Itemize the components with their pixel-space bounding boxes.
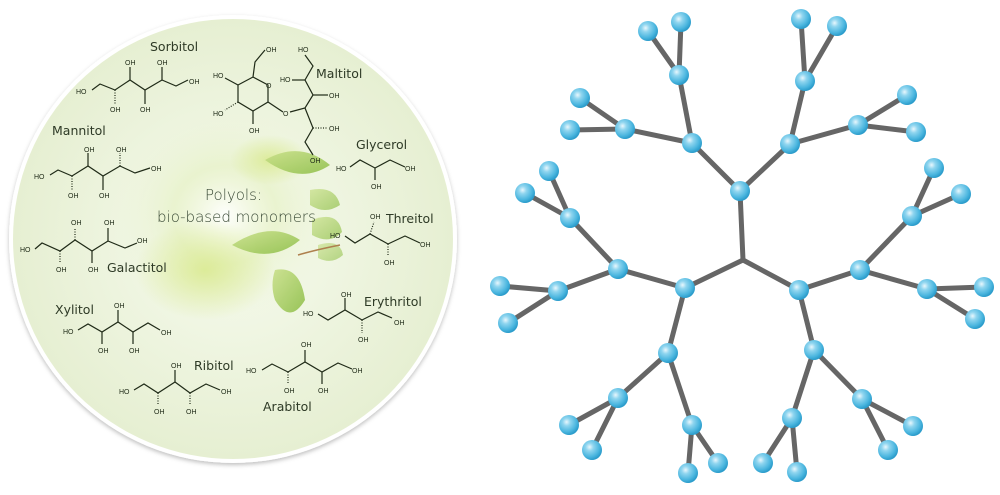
- svg-text:Erythritol: Erythritol: [364, 294, 422, 309]
- title-line-2: bio-based monomers: [157, 208, 316, 226]
- svg-text:Galactitol: Galactitol: [107, 260, 167, 275]
- svg-text:OH: OH: [84, 147, 95, 154]
- svg-text:OH: OH: [68, 193, 79, 200]
- svg-text:OH: OH: [157, 60, 168, 67]
- svg-text:HO: HO: [336, 166, 347, 173]
- svg-text:OH: OH: [284, 388, 295, 395]
- svg-text:OH: OH: [405, 166, 416, 173]
- compound-arabitol: Arabitol HO OH OH OH OH: [246, 342, 363, 414]
- svg-text:Glycerol: Glycerol: [356, 137, 407, 152]
- svg-text:O: O: [266, 83, 272, 90]
- svg-text:Mannitol: Mannitol: [52, 123, 106, 138]
- svg-text:OH: OH: [154, 409, 165, 416]
- leaves-decoration: [232, 151, 343, 313]
- svg-text:OH: OH: [114, 303, 125, 310]
- svg-text:OH: OH: [341, 292, 352, 299]
- svg-text:O: O: [283, 111, 289, 118]
- svg-text:OH: OH: [88, 267, 99, 274]
- compound-sorbitol: Sorbitol HO OH OH OH OH OH: [76, 39, 200, 114]
- svg-text:Threitol: Threitol: [385, 211, 434, 226]
- svg-text:OH: OH: [352, 368, 363, 375]
- svg-text:OH: OH: [420, 242, 431, 249]
- svg-text:HO: HO: [213, 111, 224, 118]
- svg-text:Maltitol: Maltitol: [316, 66, 362, 81]
- compound-maltitol: Maltitol O OH HO HO OH O HO HO OH OH OH: [213, 47, 362, 165]
- svg-text:OH: OH: [249, 128, 260, 135]
- svg-text:Arabitol: Arabitol: [263, 399, 312, 414]
- svg-text:HO: HO: [20, 247, 31, 254]
- svg-text:OH: OH: [98, 348, 109, 355]
- svg-text:OH: OH: [266, 47, 277, 54]
- svg-text:HO: HO: [213, 73, 224, 80]
- svg-text:OH: OH: [310, 158, 321, 165]
- svg-text:OH: OH: [140, 107, 151, 114]
- dendrimer-diagram: [490, 9, 994, 483]
- svg-text:OH: OH: [137, 238, 148, 245]
- polyols-circle-illustration: Polyols: bio-based monomers Sorbitol HO …: [9, 15, 457, 463]
- svg-text:HO: HO: [34, 174, 45, 181]
- svg-text:HO: HO: [298, 47, 309, 54]
- svg-text:OH: OH: [71, 220, 82, 227]
- dendrimer-nodes: [490, 9, 994, 483]
- compound-xylitol: Xylitol HO OH OH OH OH: [55, 302, 172, 355]
- svg-text:OH: OH: [189, 79, 200, 86]
- svg-text:OH: OH: [104, 220, 115, 227]
- svg-text:OH: OH: [358, 337, 369, 344]
- svg-text:HO: HO: [246, 368, 257, 375]
- compound-mannitol: Mannitol HO OH OH OH OH OH: [34, 123, 162, 200]
- compound-glycerol: Glycerol HO OH OH: [336, 137, 416, 191]
- svg-text:OH: OH: [110, 107, 121, 114]
- svg-text:OH: OH: [116, 147, 127, 154]
- svg-text:Xylitol: Xylitol: [55, 302, 94, 317]
- svg-text:OH: OH: [151, 166, 162, 173]
- svg-text:OH: OH: [125, 60, 136, 67]
- svg-text:OH: OH: [384, 260, 395, 267]
- svg-text:OH: OH: [301, 342, 312, 349]
- compound-erythritol: Erythritol HO OH OH OH: [303, 292, 422, 344]
- svg-text:HO: HO: [76, 89, 87, 96]
- svg-text:OH: OH: [329, 126, 340, 133]
- svg-text:OH: OH: [318, 388, 329, 395]
- compound-threitol: Threitol HO OH OH OH: [330, 211, 434, 267]
- svg-text:HO: HO: [63, 329, 74, 336]
- svg-text:Ribitol: Ribitol: [194, 358, 234, 373]
- compound-ribitol: Ribitol HO OH OH OH OH: [119, 358, 234, 416]
- svg-text:Sorbitol: Sorbitol: [150, 39, 198, 54]
- polyols-panel: Polyols: bio-based monomers Sorbitol HO …: [0, 0, 480, 491]
- svg-text:HO: HO: [303, 311, 314, 318]
- svg-text:HO: HO: [280, 77, 291, 84]
- svg-text:OH: OH: [56, 267, 67, 274]
- svg-text:OH: OH: [99, 193, 110, 200]
- svg-text:OH: OH: [329, 93, 340, 100]
- svg-text:OH: OH: [371, 184, 382, 191]
- compound-galactitol: Galactitol HO OH OH OH OH OH: [20, 220, 167, 275]
- svg-text:OH: OH: [161, 330, 172, 337]
- svg-text:OH: OH: [370, 214, 381, 221]
- svg-text:OH: OH: [221, 389, 232, 396]
- svg-text:HO: HO: [330, 233, 341, 240]
- dendrimer-panel: [480, 0, 1000, 491]
- title-line-1: Polyols:: [205, 186, 262, 204]
- svg-text:OH: OH: [186, 409, 197, 416]
- svg-text:OH: OH: [171, 363, 182, 370]
- svg-text:OH: OH: [394, 320, 405, 327]
- svg-text:OH: OH: [129, 348, 140, 355]
- svg-text:HO: HO: [119, 389, 130, 396]
